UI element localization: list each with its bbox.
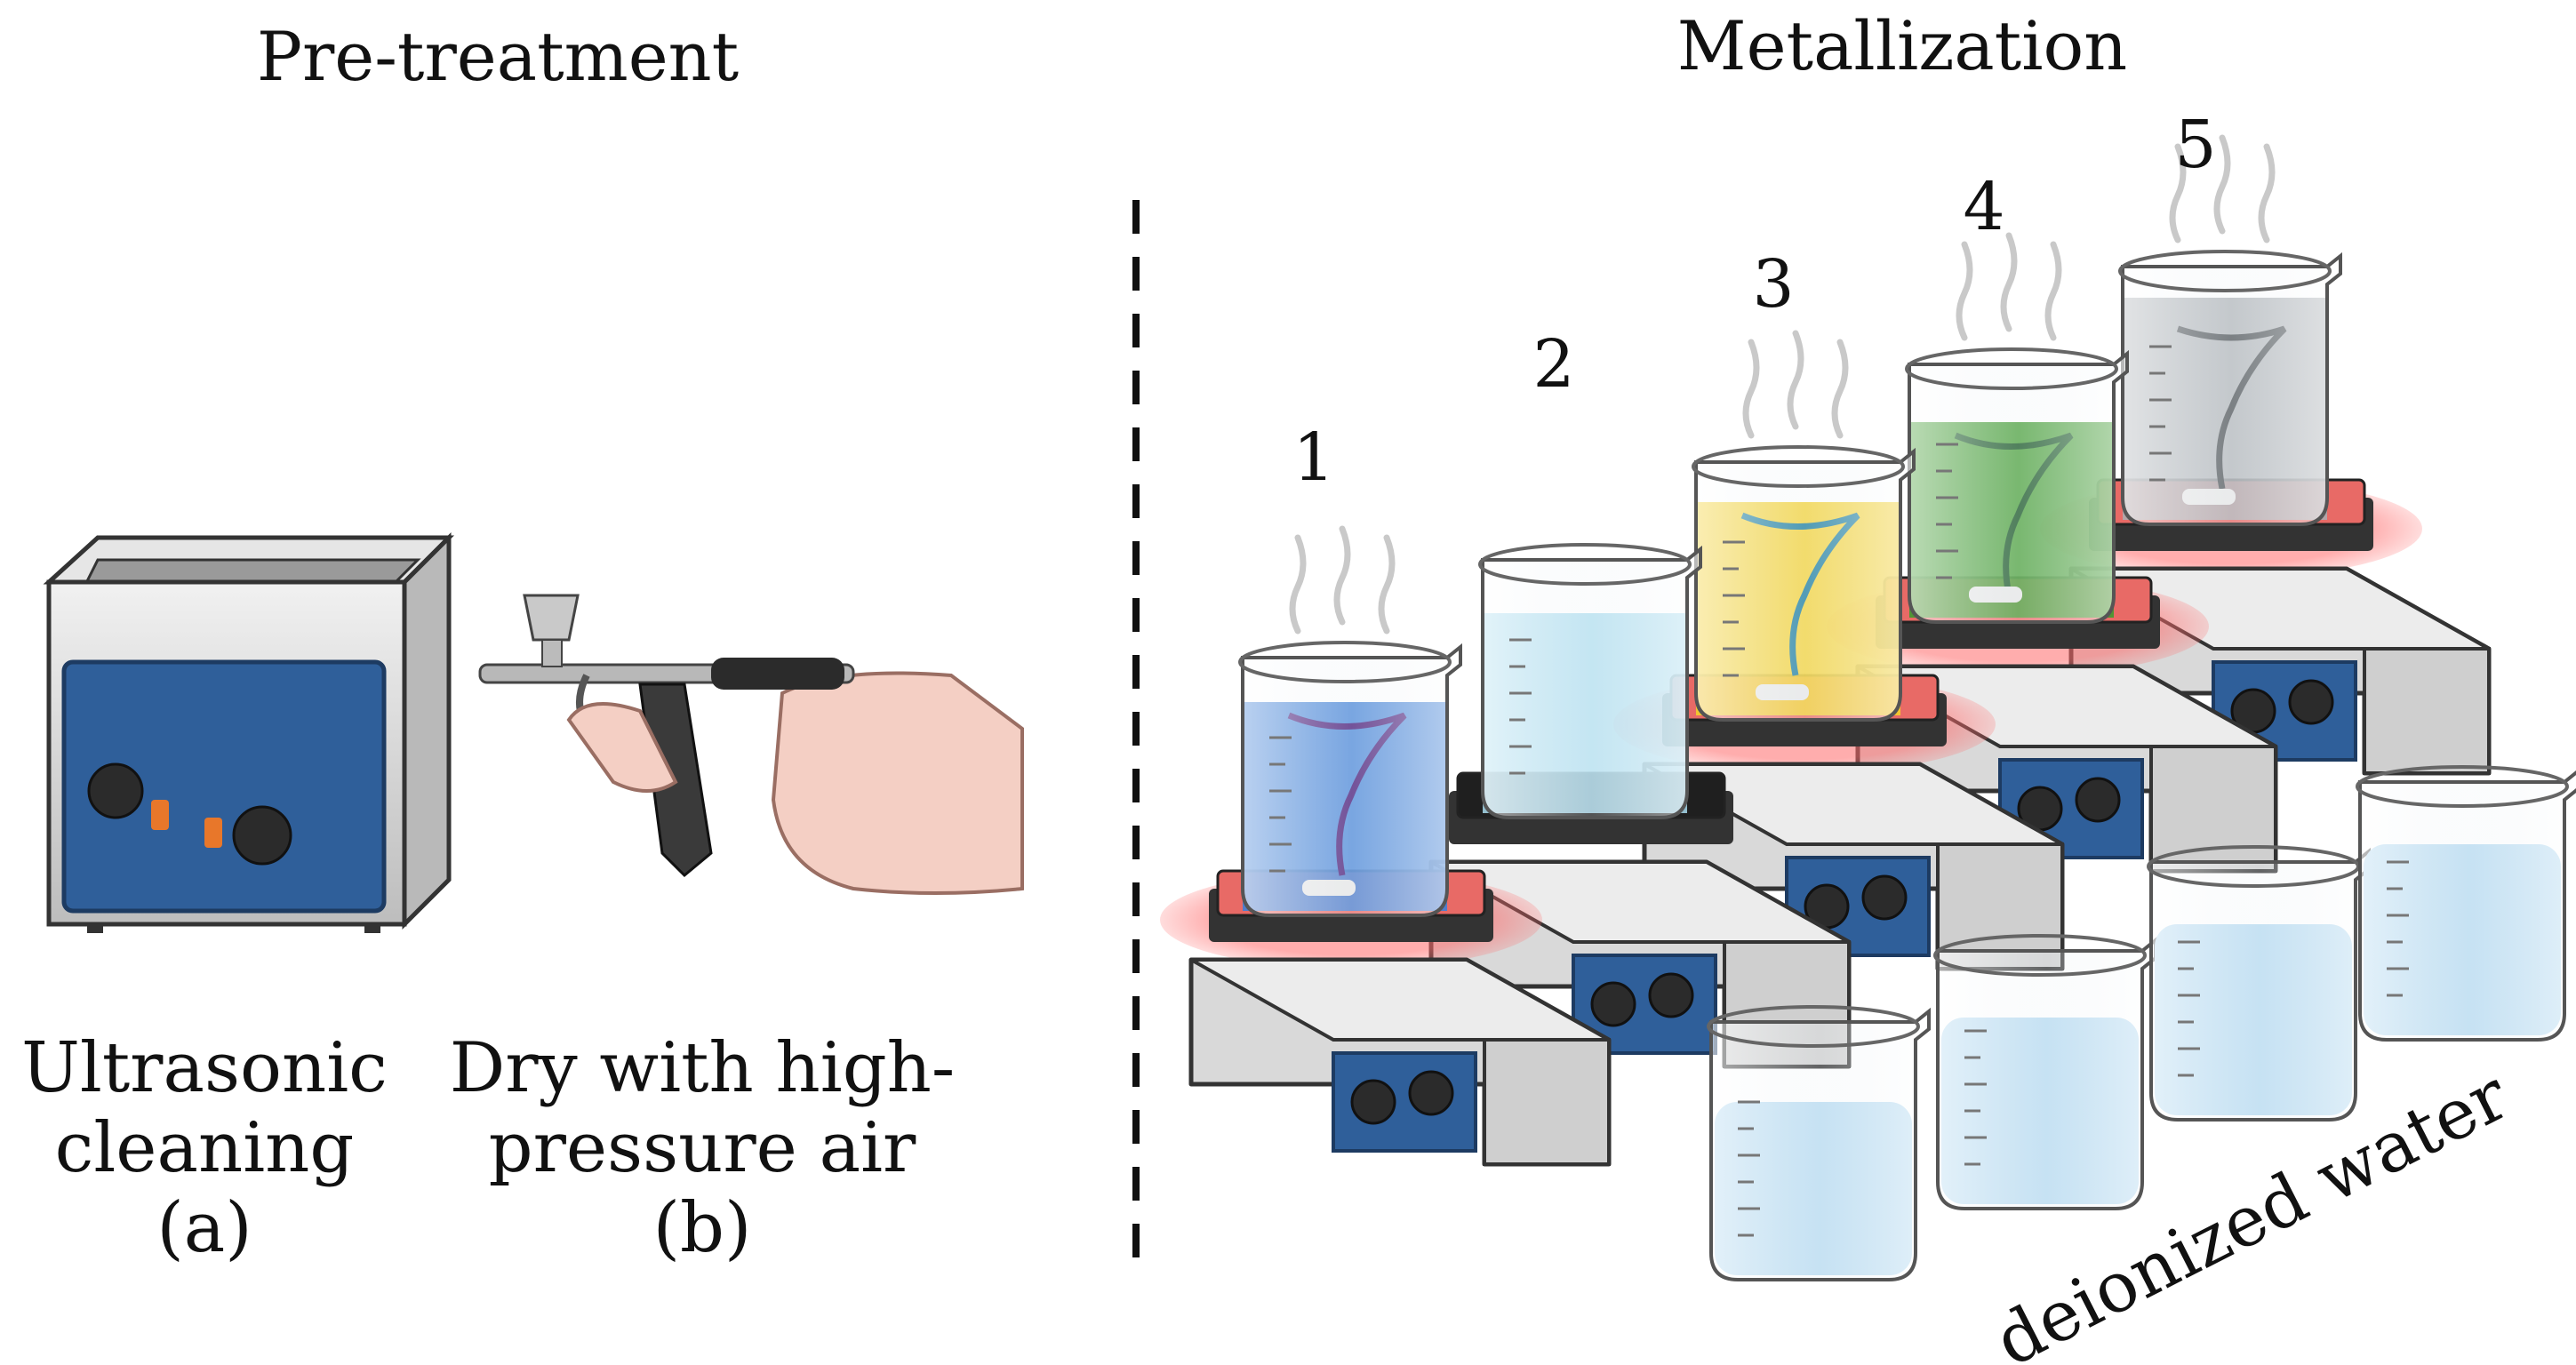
station-3 bbox=[1613, 333, 2062, 969]
step-a-line1: Ultrasonic bbox=[21, 1028, 388, 1108]
rinse-beaker-4 bbox=[2356, 765, 2576, 1042]
step-a-tag: (a) bbox=[156, 1188, 252, 1268]
station-4 bbox=[1827, 235, 2276, 871]
step-b-line1: Dry with high- bbox=[450, 1028, 955, 1108]
station-5 bbox=[2040, 138, 2489, 773]
pretreatment-title: Pre-treatment bbox=[257, 17, 739, 96]
rinse-beaker-2 bbox=[1933, 934, 2157, 1210]
station-number-3: 3 bbox=[1752, 246, 1794, 323]
step-b-tag: (b) bbox=[653, 1188, 752, 1268]
station-number-4: 4 bbox=[1963, 169, 2004, 245]
metallization-title: Metallization bbox=[1677, 6, 2127, 85]
station-1 bbox=[1160, 529, 1609, 1164]
station-2 bbox=[1431, 543, 1849, 1066]
station-number-1: 1 bbox=[1292, 419, 1334, 496]
station-number-2: 2 bbox=[1532, 326, 1574, 403]
rinse-beaker-1 bbox=[1707, 1005, 1931, 1281]
rinse-beaker-3 bbox=[2147, 845, 2371, 1122]
ultrasonic-cleaner-icon bbox=[43, 531, 455, 933]
step-a-line2: cleaning bbox=[55, 1108, 355, 1188]
airbrush-icon bbox=[478, 594, 1024, 895]
step-b-line2: pressure air bbox=[489, 1108, 916, 1188]
station-number-5: 5 bbox=[2174, 107, 2216, 183]
